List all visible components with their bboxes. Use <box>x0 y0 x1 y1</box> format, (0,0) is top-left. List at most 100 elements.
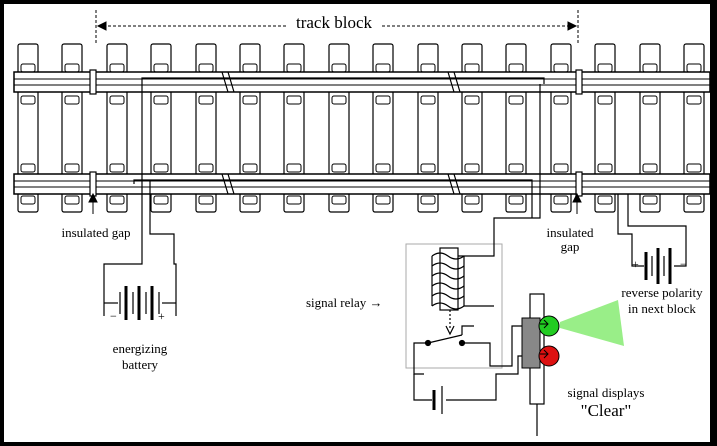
energizing-battery-symbol <box>104 286 176 320</box>
insulated-gap-arrows <box>88 192 582 214</box>
tie-plate <box>242 195 258 205</box>
tie-plate <box>331 163 347 173</box>
signal-lamp-red <box>538 345 560 367</box>
relay-switch <box>413 310 524 375</box>
tie-plate <box>597 163 613 173</box>
tie-plate <box>198 163 214 173</box>
tie-plate <box>553 95 569 105</box>
insulated-gap-right-label-line1: insulated <box>546 225 594 240</box>
tie-plate <box>20 63 36 73</box>
tie-plate <box>553 195 569 205</box>
reverse-polarity-circuit <box>617 194 687 284</box>
tie-plate <box>508 195 524 205</box>
tie-plate <box>375 63 391 73</box>
tie-plate <box>153 163 169 173</box>
tie-plate <box>64 195 80 205</box>
tie-plate <box>153 95 169 105</box>
tie-plate <box>420 163 436 173</box>
reverse-battery-plus: + <box>632 257 639 271</box>
tie-plate <box>286 63 302 73</box>
tie-plate <box>20 195 36 205</box>
signal-battery-circuit <box>413 355 524 414</box>
track-circuit-diagram <box>13 10 710 436</box>
tie-plate <box>64 95 80 105</box>
tie-plate <box>286 95 302 105</box>
insulated-gap-left <box>89 69 97 197</box>
energizing-battery-label-line2: battery <box>121 357 159 372</box>
insulated-gap-left-label: insulated gap <box>61 225 131 240</box>
tie-plate <box>20 163 36 173</box>
tie-plate <box>331 95 347 105</box>
tie-plate <box>686 195 702 205</box>
relay-feed-wires <box>458 84 541 307</box>
tie-plate <box>686 95 702 105</box>
tie-plate <box>198 63 214 73</box>
tie-plate <box>20 95 36 105</box>
tie-plate <box>420 63 436 73</box>
signal-beam <box>560 300 624 346</box>
tie-plate <box>686 163 702 173</box>
tie-plate <box>597 95 613 105</box>
rail-joints <box>221 71 461 195</box>
tie-plate <box>508 63 524 73</box>
signal-lamp-green <box>538 315 560 337</box>
reverse-battery-minus: − <box>680 257 687 271</box>
signal-mast <box>521 293 545 436</box>
insulated-gap-right <box>575 69 583 197</box>
signal-clear-label: "Clear" <box>580 401 632 420</box>
diagram-canvas: track block insulated gap insulated gap … <box>4 4 710 442</box>
tie-plate <box>198 95 214 105</box>
tie-plate <box>464 163 480 173</box>
tie-plate <box>597 195 613 205</box>
tie-plate <box>242 95 258 105</box>
tie-plate <box>331 63 347 73</box>
tie-plate <box>109 95 125 105</box>
tie-plate <box>109 63 125 73</box>
tie-plate <box>375 195 391 205</box>
track-block-dimension <box>95 10 579 44</box>
energizing-battery-label-line1: energizing <box>112 341 168 356</box>
tie-plate <box>153 63 169 73</box>
energizing-battery-minus: − <box>110 309 117 323</box>
energizing-battery-plus: + <box>158 309 165 323</box>
tie-plate <box>109 163 125 173</box>
track-block-label: track block <box>296 13 372 32</box>
tie-plate <box>198 195 214 205</box>
tie-plate <box>64 63 80 73</box>
tie-plate <box>686 63 702 73</box>
tie-plate <box>375 163 391 173</box>
tie-plate <box>642 63 658 73</box>
tie-plate <box>331 195 347 205</box>
tie-plate <box>286 195 302 205</box>
tie-plate <box>642 95 658 105</box>
tie-plate <box>508 163 524 173</box>
tie-plate <box>375 95 391 105</box>
signal-relay-label: signal relay → <box>306 295 383 310</box>
tie-plate <box>242 63 258 73</box>
signal-relay-box <box>405 243 503 369</box>
tie-plate <box>153 195 169 205</box>
reverse-polarity-label-line2: in next block <box>628 301 696 316</box>
insulated-gap-right-label-line2: gap <box>560 239 580 254</box>
tie-plate <box>597 63 613 73</box>
reverse-polarity-label-line1: reverse polarity <box>621 285 703 300</box>
tie-plate <box>553 63 569 73</box>
tie-plate <box>642 195 658 205</box>
tie-plate <box>286 163 302 173</box>
tie-plate <box>464 95 480 105</box>
tie-plate <box>420 95 436 105</box>
rail-bond-wires <box>133 77 545 234</box>
tie-plate <box>642 163 658 173</box>
signal-displays-label: signal displays <box>567 385 645 400</box>
tie-plate <box>553 163 569 173</box>
tie-plate <box>109 195 125 205</box>
tie-plate <box>242 163 258 173</box>
tie-plate <box>64 163 80 173</box>
tie-plate <box>420 195 436 205</box>
tie-plate <box>508 95 524 105</box>
relay-coil <box>431 247 465 311</box>
bottom-rail <box>13 173 710 195</box>
tie-plate <box>464 195 480 205</box>
top-rail <box>13 71 710 93</box>
